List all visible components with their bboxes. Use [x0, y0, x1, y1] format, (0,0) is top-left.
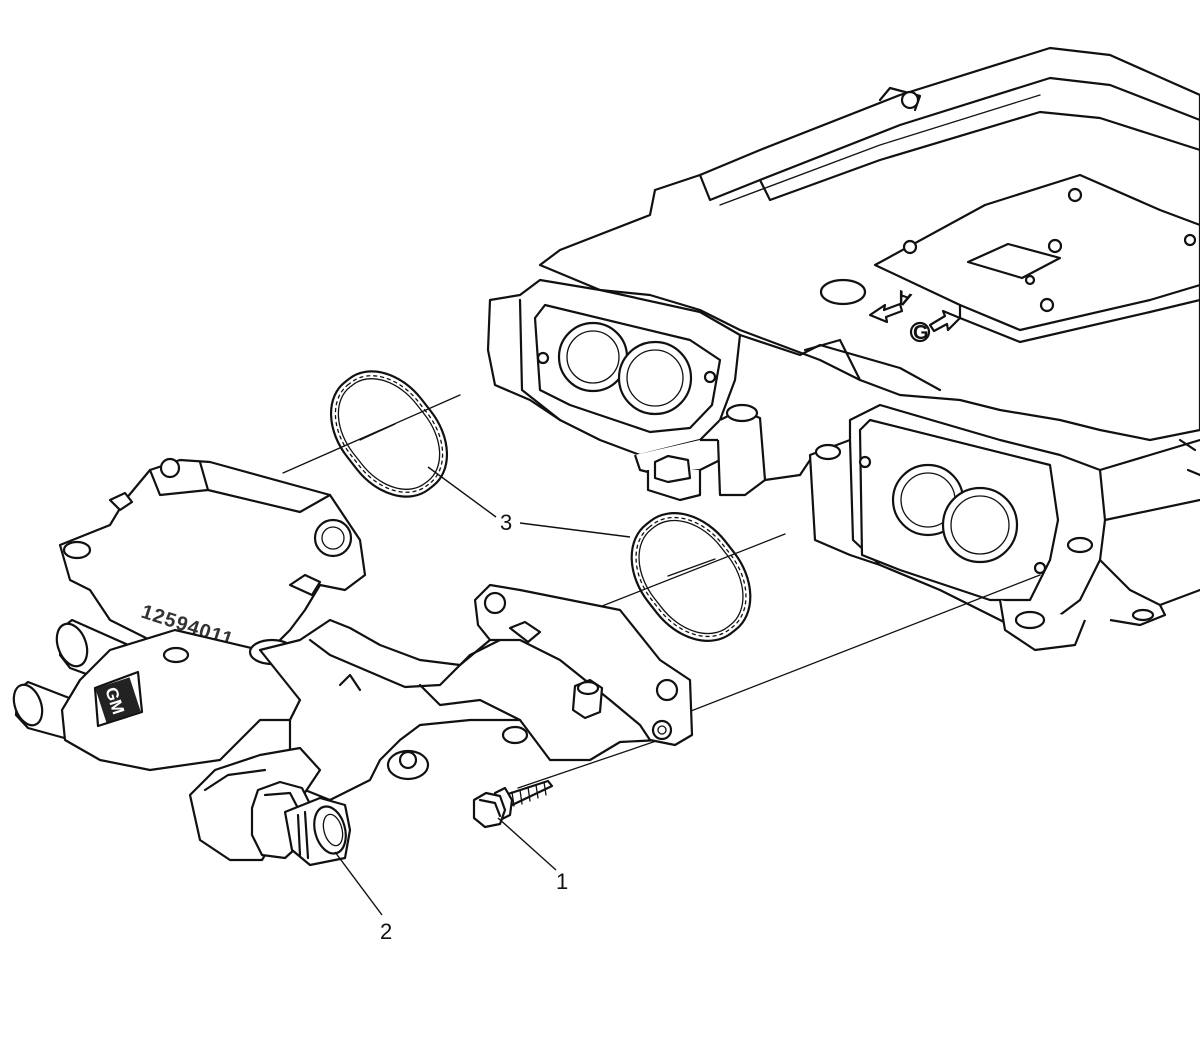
bolt-fastener [472, 779, 554, 829]
callout-label-3: 3 [500, 510, 512, 535]
callout-3: 3 [427, 466, 631, 538]
gasket-upper [329, 370, 449, 498]
callout-2: 2 [334, 851, 392, 944]
engine-housing: A G [486, 46, 1200, 652]
gasket-lower [630, 512, 752, 642]
coolant-crossover-housing: 12594011 GM [12, 457, 694, 867]
symbol-marking: G [913, 322, 929, 344]
callout-label-2: 2 [380, 919, 392, 944]
callout-label-1: 1 [556, 869, 568, 894]
arrow-marking: A [894, 285, 915, 311]
alignment-lines [282, 394, 1041, 789]
callout-1: 1 [497, 817, 568, 894]
